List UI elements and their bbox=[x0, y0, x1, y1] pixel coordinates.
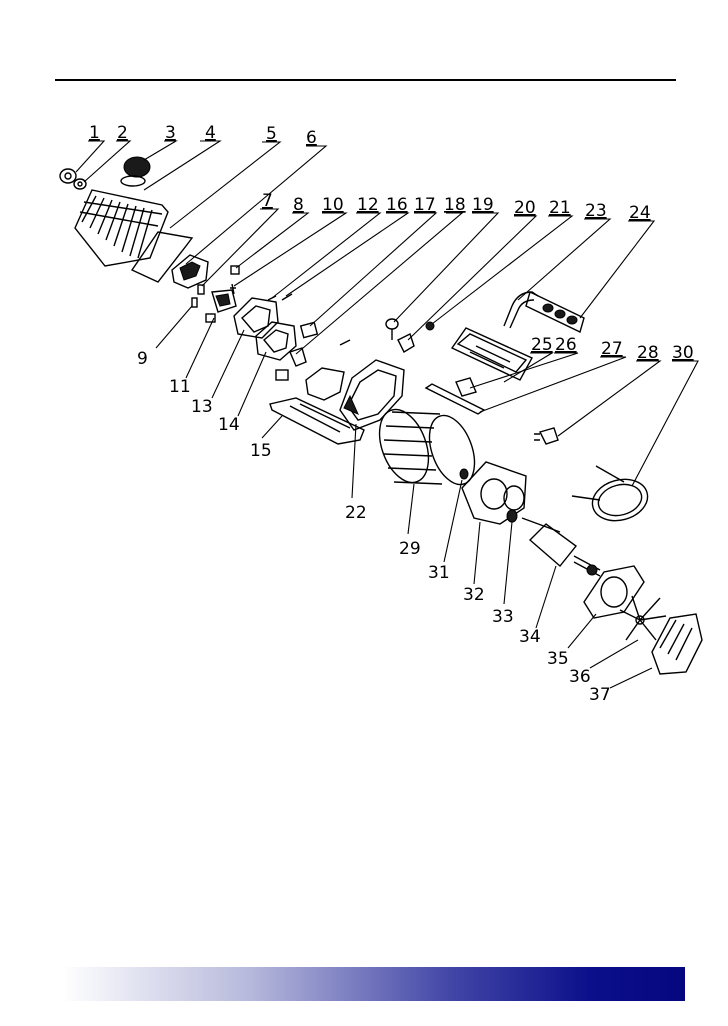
label-4: 4 bbox=[205, 123, 216, 143]
part-19-bolt bbox=[386, 319, 398, 340]
label-37: 37 bbox=[589, 685, 611, 705]
label-21: 21 bbox=[549, 198, 571, 218]
label-8: 8 bbox=[293, 195, 304, 215]
label-20: 20 bbox=[514, 198, 536, 218]
label-24: 24 bbox=[629, 203, 651, 223]
label-35: 35 bbox=[547, 649, 569, 669]
part-36-fan bbox=[620, 596, 666, 640]
part-7-pin bbox=[198, 285, 204, 294]
part-1-nut bbox=[60, 169, 76, 183]
label-13: 13 bbox=[191, 397, 213, 417]
label-29: 29 bbox=[399, 539, 421, 559]
label-31: 31 bbox=[428, 563, 450, 583]
part-4-cage-cover bbox=[75, 190, 168, 266]
label-1: 1 bbox=[89, 123, 100, 143]
label-26: 26 bbox=[555, 335, 577, 355]
part-27-bar bbox=[426, 384, 484, 414]
label-28: 28 bbox=[637, 343, 659, 363]
part-13-housing bbox=[234, 298, 278, 338]
part-22-center-housing bbox=[306, 360, 404, 430]
part-9-small-part bbox=[192, 298, 197, 307]
label-36: 36 bbox=[569, 667, 591, 687]
part-11-switch bbox=[206, 290, 236, 322]
label-32: 32 bbox=[463, 585, 485, 605]
label-22: 22 bbox=[345, 503, 367, 523]
label-15: 15 bbox=[250, 441, 272, 461]
label-19: 19 bbox=[472, 195, 494, 215]
label-25: 25 bbox=[531, 335, 553, 355]
label-12: 12 bbox=[357, 195, 379, 215]
label-17: 17 bbox=[414, 195, 436, 215]
label-14: 14 bbox=[218, 415, 240, 435]
label-10: 10 bbox=[322, 195, 344, 215]
label-7: 7 bbox=[262, 191, 273, 211]
part-30-coil bbox=[572, 466, 652, 527]
footer-gradient-bar bbox=[62, 967, 685, 1001]
label-11: 11 bbox=[169, 377, 191, 397]
label-2: 2 bbox=[117, 123, 128, 143]
label-5: 5 bbox=[266, 124, 277, 144]
part-33-bearing bbox=[507, 510, 517, 522]
label-18: 18 bbox=[444, 195, 466, 215]
part-37-fan-cover bbox=[652, 614, 702, 674]
label-27: 27 bbox=[601, 339, 623, 359]
label-3: 3 bbox=[165, 123, 176, 143]
part-31-nut bbox=[460, 469, 468, 479]
label-6: 6 bbox=[306, 128, 317, 148]
label-34: 34 bbox=[519, 627, 541, 647]
part-18-spindle bbox=[290, 340, 350, 366]
label-33: 33 bbox=[492, 607, 514, 627]
part-35-end-cap bbox=[584, 565, 644, 618]
part-2-washer bbox=[74, 179, 86, 189]
label-30: 30 bbox=[672, 343, 694, 363]
leader-lines bbox=[76, 141, 698, 688]
part-3-knob bbox=[121, 157, 150, 186]
part-14-housing bbox=[256, 322, 296, 360]
label-23: 23 bbox=[585, 201, 607, 221]
part-24-manifold bbox=[526, 292, 584, 332]
part-17-square bbox=[276, 322, 317, 380]
label-16: 16 bbox=[386, 195, 408, 215]
part-28-plug bbox=[534, 428, 558, 444]
label-9: 9 bbox=[137, 349, 148, 369]
